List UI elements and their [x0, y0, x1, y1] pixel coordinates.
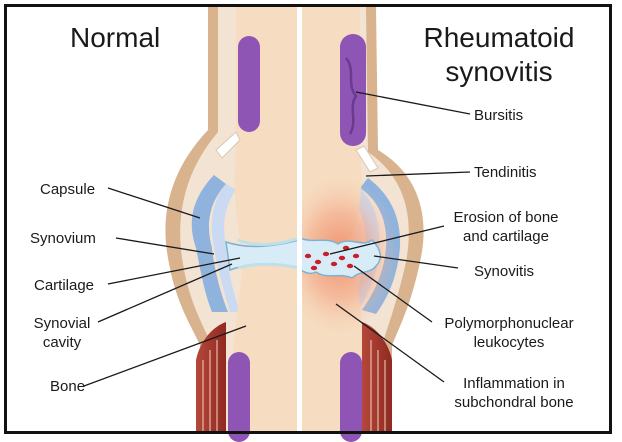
title-normal: Normal [70, 22, 160, 54]
label-bone: Bone [50, 377, 85, 396]
label-bursitis: Bursitis [474, 106, 523, 125]
label-inflammation-1: Inflammation in [444, 374, 584, 393]
label-tendinitis: Tendinitis [474, 163, 537, 182]
label-cartilage: Cartilage [34, 276, 94, 295]
label-erosion-1: Erosion of bone [440, 208, 572, 227]
label-pmn-1: Polymorphonuclear [434, 314, 584, 333]
label-synovitis: Synovitis [474, 262, 534, 281]
label-synovium: Synovium [30, 229, 96, 248]
label-erosion-2: and cartilage [440, 227, 572, 246]
label-synovial: Synovial [26, 314, 98, 333]
label-cavity: cavity [26, 333, 98, 352]
label-capsule: Capsule [40, 180, 95, 199]
label-inflammation-2: subchondral bone [444, 393, 584, 412]
title-rheumatoid: Rheumatoid [414, 22, 584, 54]
title-synovitis: synovitis [414, 56, 584, 88]
label-pmn-2: leukocytes [434, 333, 584, 352]
